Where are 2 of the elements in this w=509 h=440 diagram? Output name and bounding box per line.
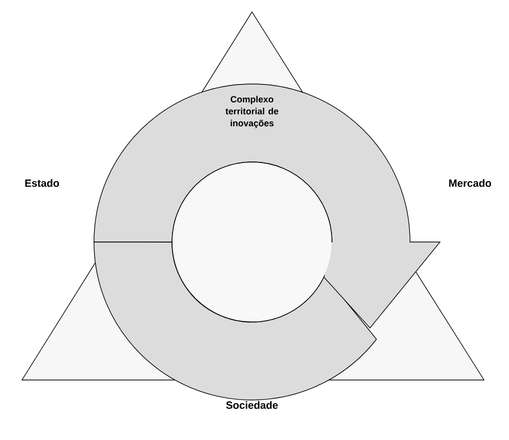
corner-label: Estado <box>25 179 60 187</box>
corner-label: Sociedade <box>226 401 278 409</box>
